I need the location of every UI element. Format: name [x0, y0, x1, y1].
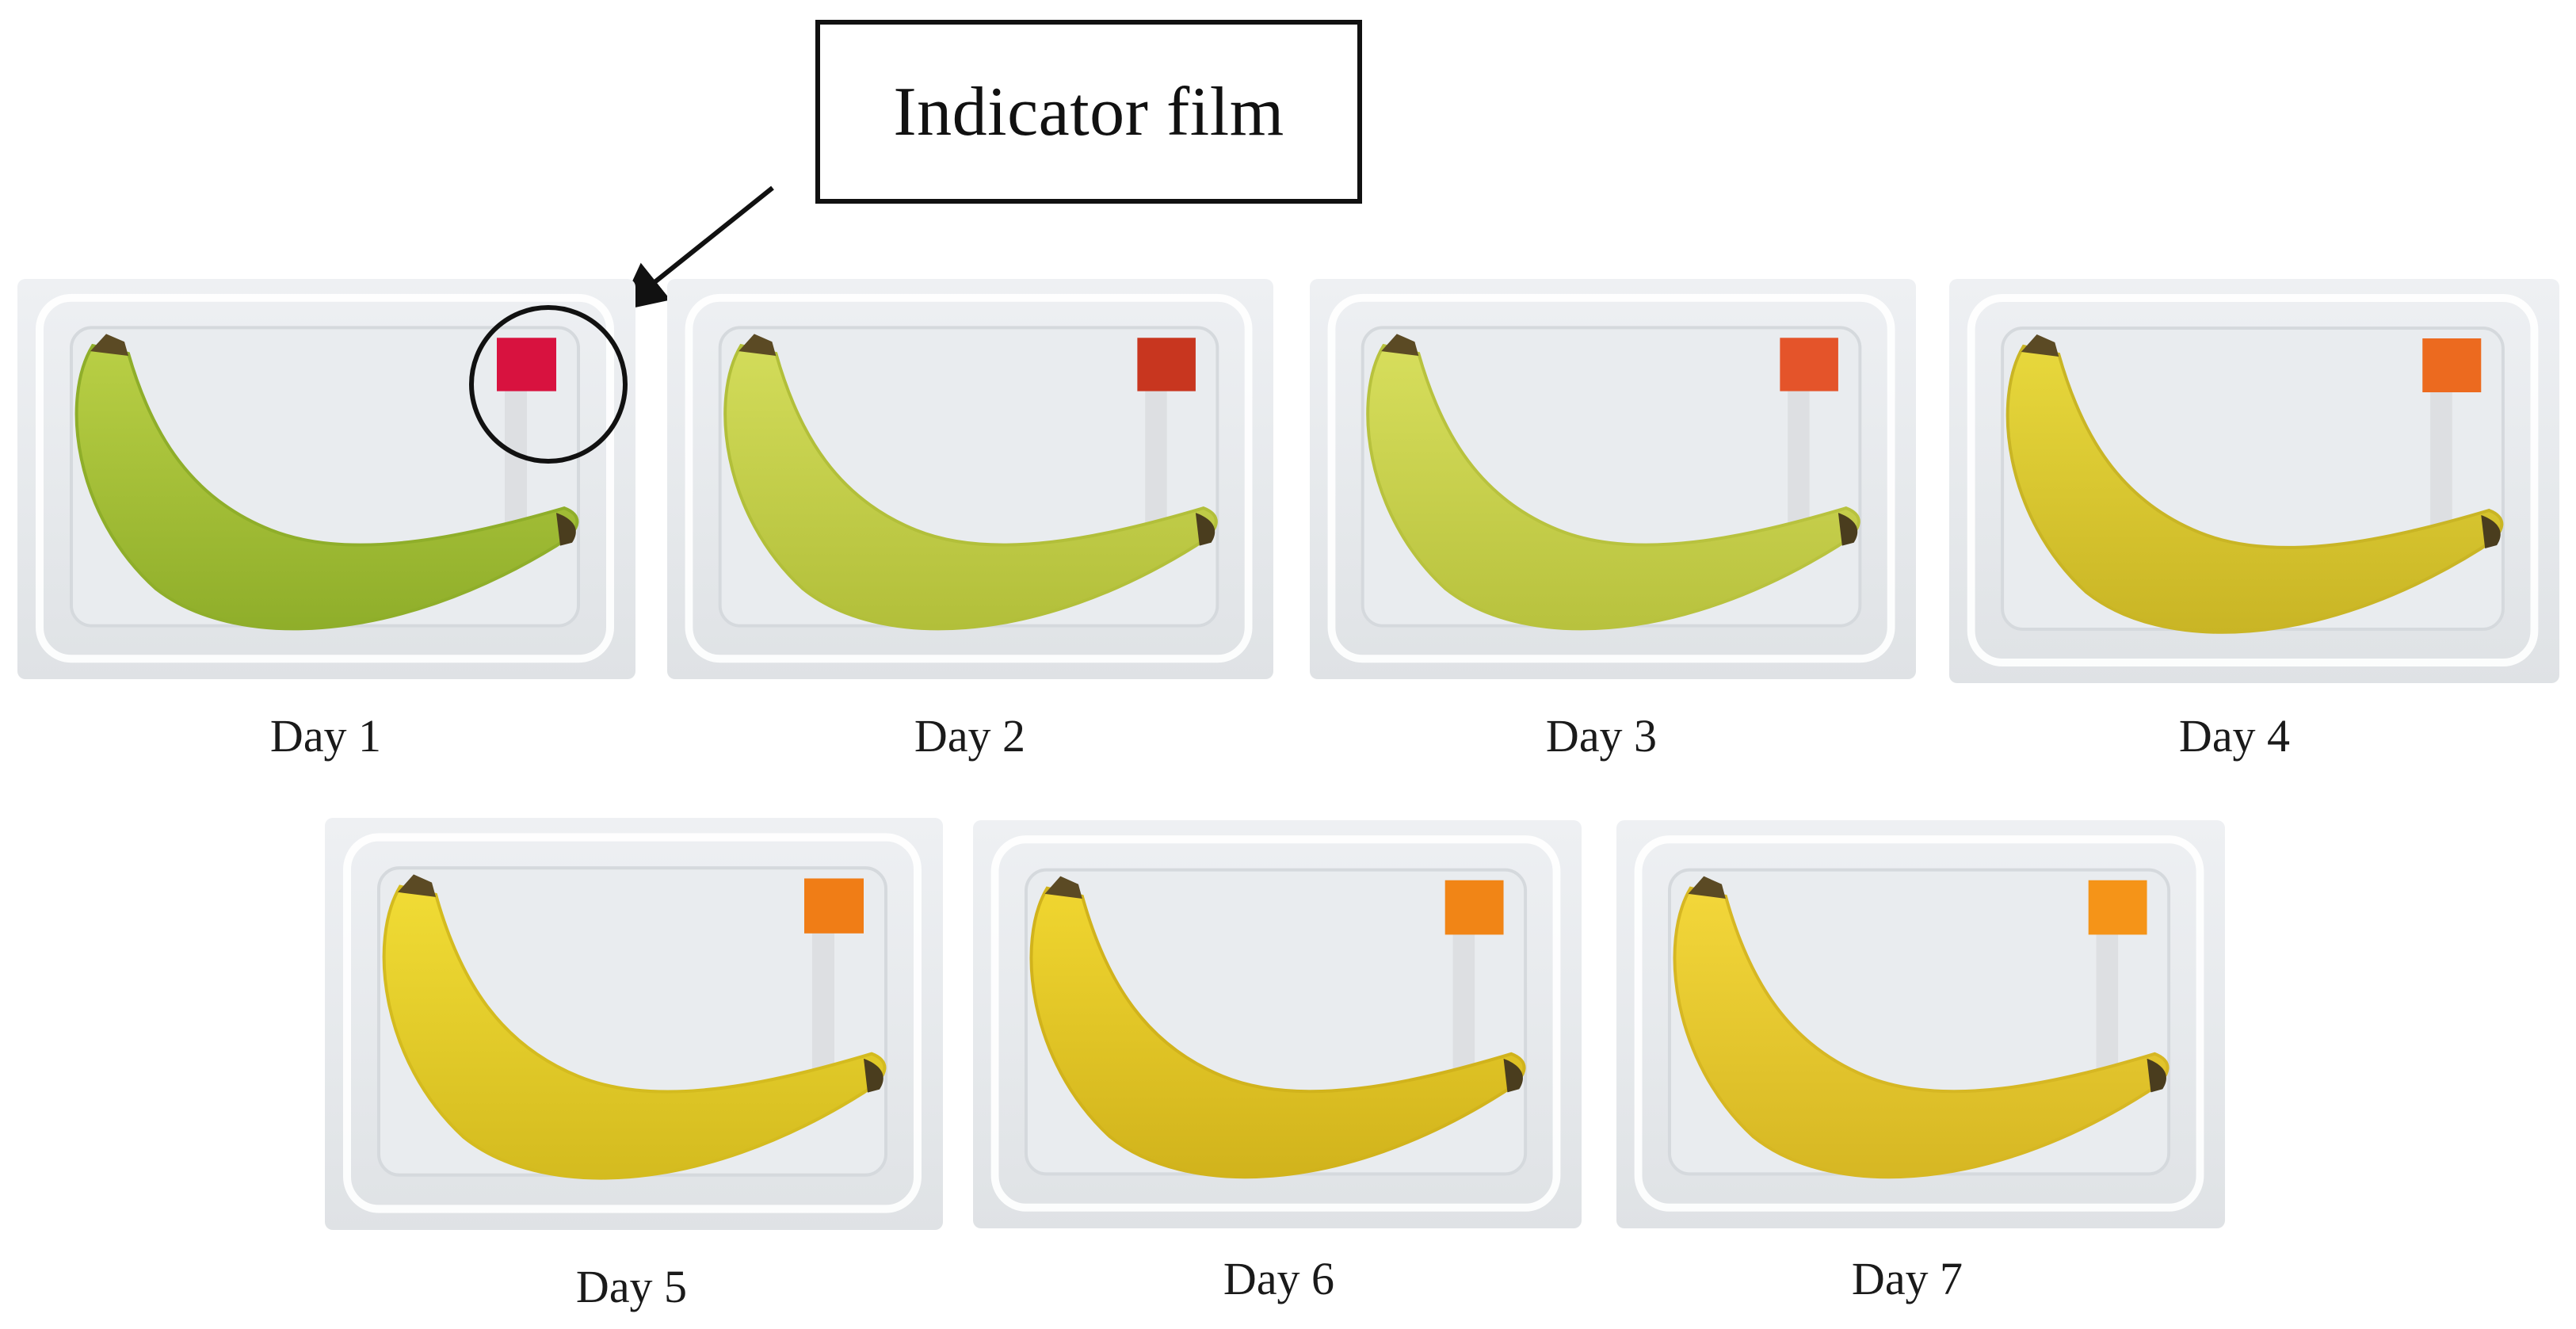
day-photo-panel — [973, 820, 1582, 1228]
tray-rim — [36, 293, 614, 663]
tape-strip — [1788, 372, 1810, 546]
banana-stem — [1044, 876, 1082, 899]
tape-strip — [1145, 372, 1167, 546]
day-photo-panel — [1949, 279, 2559, 683]
callout-label: Indicator film — [893, 73, 1284, 151]
tape-strip — [2430, 374, 2452, 548]
tape-strip — [2096, 916, 2119, 1093]
day-photo-panel — [667, 279, 1273, 679]
tape-strip — [1452, 916, 1475, 1093]
tray-rim — [343, 833, 922, 1213]
day-photo-panel — [1310, 279, 1916, 679]
banana-stem — [1381, 334, 1419, 357]
banana-stem — [2021, 334, 2059, 357]
banana-stem — [398, 874, 436, 897]
indicator-film — [2422, 338, 2482, 392]
day-label: Day 6 — [1223, 1253, 1335, 1304]
day-label: Day 7 — [1851, 1253, 1963, 1304]
day-photo-panel — [1616, 820, 2225, 1228]
banana-tip — [1838, 513, 1858, 546]
day-label: Day 2 — [914, 710, 1026, 762]
banana-tip — [864, 1058, 883, 1093]
banana-tip — [2147, 1058, 2166, 1093]
tray-rim — [1327, 293, 1895, 663]
banana-stem — [1688, 876, 1726, 899]
day-label: Day 5 — [575, 1261, 688, 1312]
indicator-film — [1137, 338, 1196, 391]
indicator-film — [804, 878, 864, 934]
indicator-film — [1780, 338, 1838, 391]
tray-rim — [685, 293, 1253, 663]
banana-tip — [1503, 1058, 1523, 1093]
day-photo-panel — [325, 818, 943, 1230]
banana-tip — [1195, 513, 1215, 546]
tape-strip — [812, 915, 834, 1093]
tray-rim — [1634, 835, 2204, 1212]
indicator-film-callout: Indicator film — [815, 20, 1362, 204]
indicator-film — [1444, 880, 1504, 935]
banana-tip — [2481, 515, 2501, 548]
tray-rim — [990, 835, 1561, 1212]
day-label: Day 4 — [2178, 710, 2291, 762]
film-highlight-circle — [469, 305, 628, 464]
day-label: Day 1 — [269, 710, 382, 762]
banana-tip — [556, 513, 576, 546]
tray-rim — [1967, 294, 2539, 666]
banana-stem — [738, 334, 777, 357]
banana-stem — [90, 334, 128, 357]
day-label: Day 3 — [1545, 710, 1658, 762]
indicator-film — [2088, 880, 2147, 935]
